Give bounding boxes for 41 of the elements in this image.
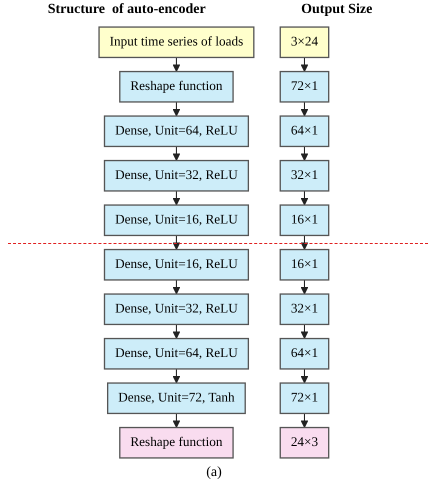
node-box: 24×3: [280, 426, 330, 459]
arrow: [172, 368, 180, 384]
arrow: [172, 102, 180, 116]
arrow: [300, 102, 308, 116]
caption: (a): [206, 465, 222, 481]
arrow: [172, 235, 180, 250]
arrow: [300, 190, 308, 206]
arrow: [300, 280, 308, 294]
arrow: [172, 324, 180, 339]
column-heading: Output Size: [301, 2, 372, 18]
node-box: Dense, Unit=64, ReLU: [104, 338, 250, 370]
arrow: [172, 413, 180, 428]
node-box: 72×1: [280, 70, 330, 103]
node-box: 32×1: [280, 160, 330, 192]
arrow: [300, 146, 308, 161]
arrow: [300, 413, 308, 428]
node-box: Dense, Unit=16, ReLU: [104, 204, 250, 236]
arrow: [172, 57, 180, 72]
node-box: Dense, Unit=32, ReLU: [104, 293, 250, 326]
arrow: [300, 57, 308, 72]
node-box: Dense, Unit=16, ReLU: [104, 248, 250, 281]
node-box: Reshape function: [119, 70, 234, 103]
arrow: [300, 324, 308, 339]
column-heading: Structure of auto-encoder: [48, 2, 206, 18]
node-box: Dense, Unit=32, ReLU: [104, 160, 250, 192]
node-box: 72×1: [280, 382, 330, 414]
node-box: Dense, Unit=72, Tanh: [107, 382, 246, 414]
node-box: 16×1: [280, 204, 330, 236]
node-box: Dense, Unit=64, ReLU: [104, 115, 250, 148]
arrow: [172, 146, 180, 161]
arrow: [300, 368, 308, 384]
arrow: [172, 190, 180, 206]
node-box: 32×1: [280, 293, 330, 326]
node-box: Reshape function: [119, 426, 234, 459]
arrow: [172, 280, 180, 294]
node-box: 64×1: [280, 338, 330, 370]
node-box: 3×24: [280, 26, 330, 58]
node-box: 16×1: [280, 248, 330, 281]
node-box: 64×1: [280, 115, 330, 148]
arrow: [300, 235, 308, 250]
node-box: Input time series of loads: [98, 26, 255, 58]
